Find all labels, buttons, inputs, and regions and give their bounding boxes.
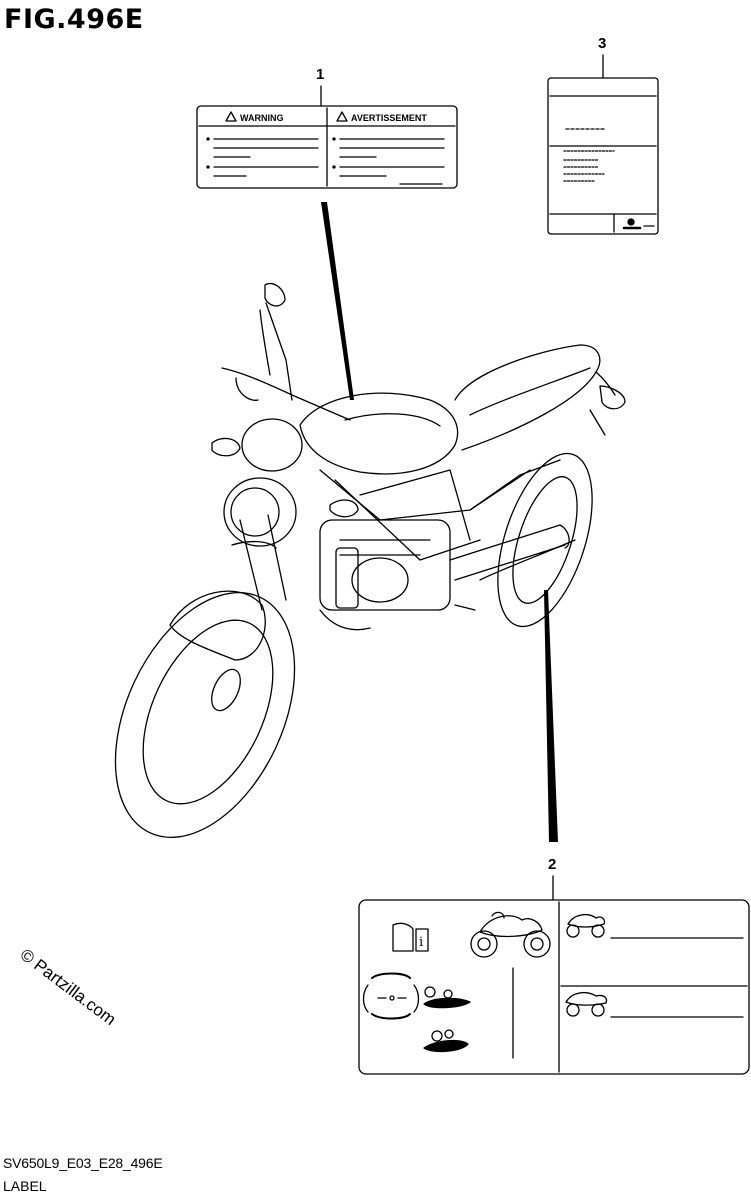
motorcycle-illustration	[114, 282, 626, 838]
callout-number-2: 2	[548, 856, 557, 873]
label1-heading-right: AVERTISSEMENT	[351, 113, 427, 123]
warning-label-part-1[interactable]	[196, 105, 458, 189]
manual-label-part-3[interactable]	[547, 77, 659, 235]
callout-number-3: 3	[598, 35, 607, 52]
figure-name: LABEL	[3, 1178, 47, 1194]
figure-title: FIG.496E	[4, 4, 144, 35]
figure-code: SV650L9_E03_E28_496E	[3, 1155, 163, 1171]
leader-2	[544, 590, 558, 842]
svg-text:i: i	[419, 935, 423, 950]
callout-number-1: 1	[316, 66, 325, 83]
pictogram-label-part-2[interactable]: i	[358, 899, 750, 1075]
label1-heading-left: WARNING	[240, 113, 284, 123]
leader-1	[321, 202, 354, 400]
